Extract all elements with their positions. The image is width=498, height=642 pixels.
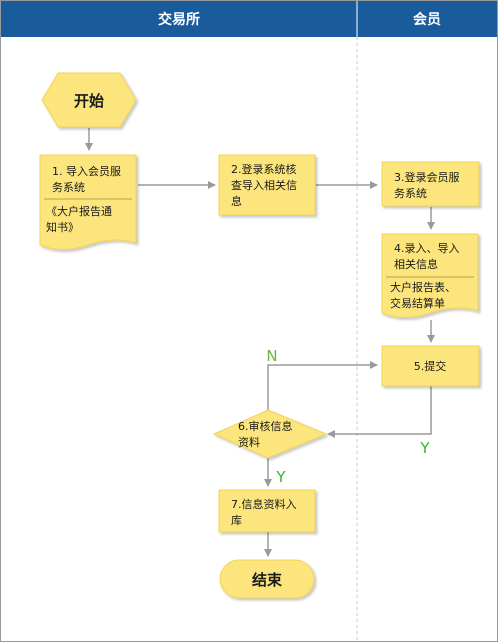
- step6-text-line2: 资料: [238, 435, 260, 449]
- step4-shape: [381, 233, 479, 318]
- step2-shape: [218, 154, 316, 216]
- step6-decision-node: 6.审核信息 资料: [212, 409, 328, 459]
- step7-shape: [218, 489, 316, 533]
- step7-text-line2: 库: [231, 514, 242, 527]
- step1-shape: [39, 154, 137, 250]
- step4-doc-line1: 大户报告表、: [390, 280, 456, 294]
- step2-text-line3: 息: [231, 194, 242, 208]
- step5-shape: [381, 345, 480, 387]
- step6-shape: [212, 409, 328, 459]
- start-node-label: 开始: [74, 92, 104, 110]
- step2-node: 2.登录系统核 查导入相关信 息: [218, 154, 316, 216]
- lane-title-member: 会员: [413, 11, 441, 28]
- step1-text-line1: 1. 导入会员服: [52, 165, 121, 178]
- step5-text-line1: 5.提交: [414, 359, 447, 373]
- lane-title-exchange: 交易所: [158, 11, 200, 28]
- edge-label-no: N: [266, 347, 277, 365]
- step4-node: 4.录入、导入 相关信息 大户报告表、 交易结算单: [381, 233, 479, 318]
- step3-node: 3.登录会员服 务系统: [381, 161, 480, 207]
- step3-shape: [381, 161, 480, 207]
- step4-doc-line2: 交易结算单: [390, 296, 445, 310]
- step3-text-line2: 务系统: [394, 187, 427, 200]
- step7-text-line1: 7.信息资料入: [231, 497, 297, 511]
- step4-text-line1: 4.录入、导入: [394, 242, 460, 255]
- step1-text-line2: 务系统: [52, 181, 85, 194]
- start-node-shape: [41, 72, 137, 128]
- lane-header-bar: [1, 1, 497, 37]
- step1-node: 1. 导入会员服 务系统 《大户报告通 知书》: [39, 154, 137, 250]
- step2-text-line2: 查导入相关信: [231, 178, 297, 192]
- start-node: 开始: [41, 72, 137, 128]
- end-node: 结束: [219, 559, 315, 599]
- edge-step6-to-step5-reject: [267, 361, 378, 410]
- step4-text-line2: 相关信息: [394, 257, 438, 271]
- end-node-shape: [219, 559, 315, 599]
- end-node-label: 结束: [252, 571, 283, 589]
- edge-label-yes-right: Y: [419, 439, 430, 457]
- step7-node: 7.信息资料入 库: [218, 489, 316, 533]
- step1-doc-line2: 知书》: [46, 220, 79, 234]
- edge-step5-to-step6: [327, 386, 432, 438]
- step3-text-line1: 3.登录会员服: [394, 170, 460, 184]
- step2-text-line1: 2.登录系统核: [231, 162, 297, 176]
- step5-node: 5.提交: [381, 345, 480, 387]
- edge-label-yes-down: Y: [275, 468, 286, 486]
- step1-doc-line1: 《大户报告通: [46, 204, 112, 218]
- step6-text-line1: 6.审核信息: [238, 419, 293, 433]
